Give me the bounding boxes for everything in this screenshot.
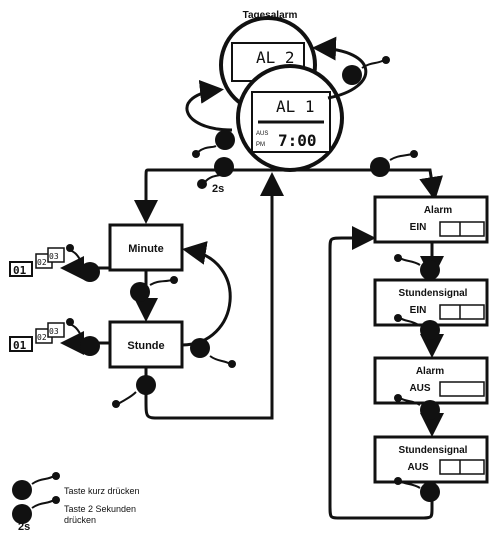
flow-to-minute	[134, 168, 272, 224]
stunde-counter-value: 01	[13, 339, 27, 352]
alarm-ein-box: Alarm EIN	[373, 195, 489, 244]
stunde-counter-next: 02	[37, 333, 47, 342]
stunde-to-watch-arrow	[144, 172, 284, 420]
alarm-ein-line2: EIN	[410, 222, 427, 233]
front-time: 7:00	[278, 131, 317, 150]
button-stunde-exit	[112, 375, 156, 408]
alarm-aus-line2: AUS	[409, 383, 430, 394]
minute-counter-last: 03	[49, 252, 59, 261]
button-minute-to-stunde	[130, 276, 178, 302]
legend-long-press: 2s Taste 2 Sekunden drücken	[12, 496, 136, 533]
legend-long-press-line2: drücken	[64, 515, 96, 525]
button-right-4	[394, 477, 440, 502]
stundensignal-aus-box: Stundensignal AUS	[373, 435, 489, 484]
button-watch-right	[342, 56, 390, 85]
alarm-aus-box: Alarm AUS	[373, 356, 489, 405]
stunde-label: Stunde	[127, 340, 164, 352]
button-stunde-loop	[190, 338, 236, 368]
alarm-ein-line1: Alarm	[424, 205, 452, 216]
legend-short-press: Taste kurz drücken	[12, 472, 140, 500]
minute-box	[108, 223, 184, 272]
watch-front-display: AL 1 AUS 7:00 PM	[236, 64, 344, 172]
back-display-text: AL 2	[256, 48, 295, 67]
legend-short-press-text: Taste kurz drücken	[64, 486, 140, 496]
button-right-3	[394, 394, 440, 420]
stunde-counter-last: 03	[49, 327, 59, 336]
diagram-title: Tagesalarm	[243, 10, 298, 21]
stundensignal-aus-line1: Stundensignal	[399, 445, 468, 456]
front-pm: PM	[256, 142, 265, 148]
loop-arrow-right	[312, 36, 368, 100]
stundensignal-ein-box: Stundensignal EIN	[373, 278, 489, 327]
stundensignal-aus-line2: AUS	[407, 462, 428, 473]
alarm-aus-line1: Alarm	[416, 366, 444, 377]
front-display-text: AL 1	[276, 97, 315, 116]
button-watch-left	[192, 130, 235, 158]
stunde-counter: 01 02 03	[9, 322, 65, 352]
button-center-2s: 2s	[197, 157, 234, 195]
minute-counter-next: 02	[37, 258, 47, 267]
stunde-to-minute-loop	[181, 241, 232, 347]
flow-to-alarm-ein	[272, 168, 444, 201]
front-small-label: AUS	[256, 131, 268, 137]
button-right-2	[394, 314, 440, 340]
legend-long-press-line1: Taste 2 Sekunden	[64, 504, 136, 514]
minute-counter-value: 01	[13, 264, 27, 277]
stundensignal-ein-line2: EIN	[410, 305, 427, 316]
two-seconds-label: 2s	[212, 183, 224, 195]
stundensignal-ein-line1: Stundensignal	[399, 288, 468, 299]
loop-arrow-left	[185, 79, 233, 132]
button-right-1	[394, 254, 440, 280]
return-loop-right	[328, 226, 434, 520]
minute-label: Minute	[128, 243, 163, 255]
button-right-entry	[370, 150, 418, 177]
button-stunde-set	[66, 318, 100, 356]
legend-2s-label: 2s	[18, 521, 30, 533]
button-minute-set	[66, 244, 100, 282]
minute-counter: 01 02 03	[9, 247, 65, 277]
